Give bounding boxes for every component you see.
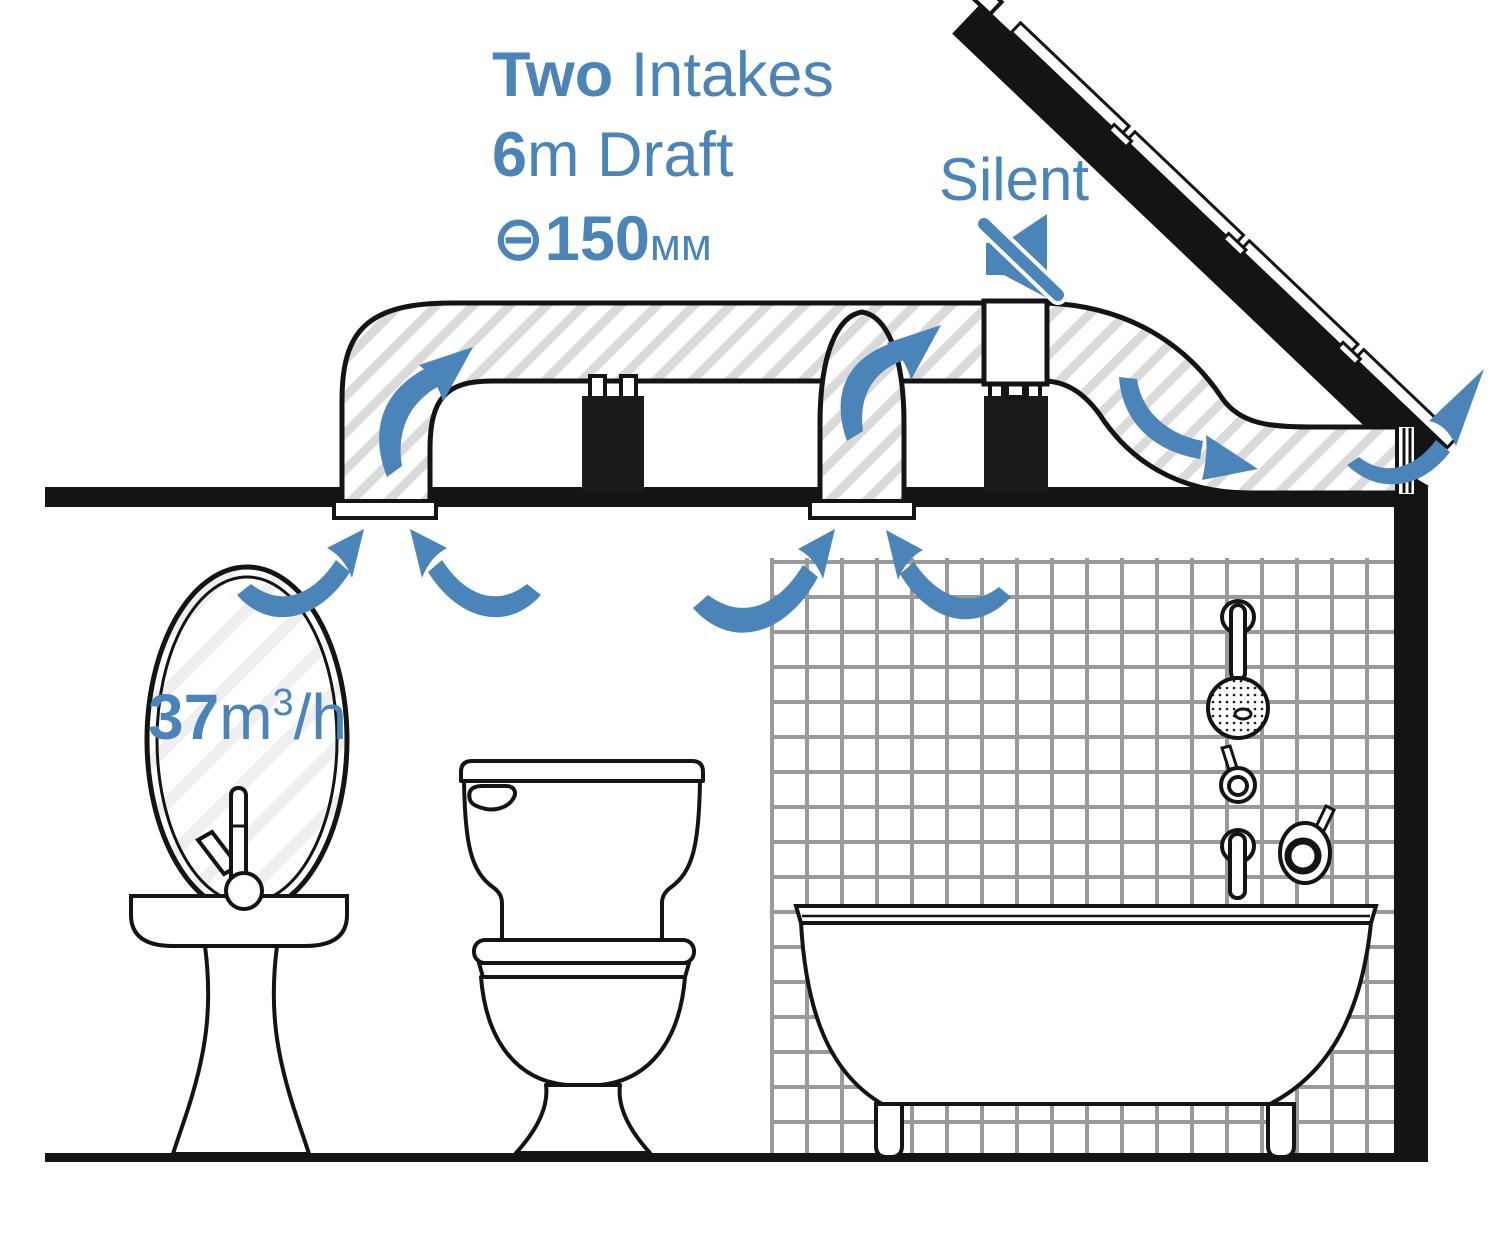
draft-unit: m	[527, 120, 580, 190]
tub-foot	[874, 1102, 904, 1159]
roof-ridge-cap	[962, 0, 1005, 18]
draft-value: 6	[492, 120, 528, 190]
tub-body	[798, 921, 1374, 1106]
intakes-rest: Intakes	[613, 40, 834, 110]
airflow-arrow-vent1-left	[237, 529, 364, 618]
toilet-seat	[472, 938, 696, 965]
toilet-seat-band	[477, 961, 691, 979]
roof	[952, 0, 1459, 478]
airflow-arrow-duct1	[379, 347, 473, 477]
muted-speaker-icon	[974, 214, 1068, 305]
toilet-base	[514, 1083, 652, 1155]
sink-pedestal	[170, 944, 312, 1156]
bathtub	[793, 904, 1379, 1159]
roof-tile-step	[1106, 122, 1134, 149]
label-flow-rate: 37m3/h	[148, 682, 347, 749]
ceiling	[45, 487, 1394, 507]
shower-head	[1206, 676, 1270, 740]
vent-flange-2	[808, 499, 916, 520]
roof-tile	[1238, 238, 1361, 356]
floor	[45, 1153, 1428, 1162]
toilet-tank-lid	[459, 759, 705, 783]
airflow-arrow-duct2	[840, 325, 941, 441]
roof-tile	[1123, 129, 1246, 247]
tub-spout	[1228, 832, 1247, 900]
pedestal-sink	[129, 871, 349, 1156]
right-wall	[1394, 487, 1428, 1162]
duct-motor-left	[582, 374, 644, 491]
toilet-flush-handle	[467, 784, 517, 812]
tub-rim	[793, 904, 1379, 925]
diameter-unit: мм	[649, 219, 712, 270]
shower-arm	[1229, 603, 1247, 682]
airflow-arrow-vent2-right	[886, 530, 1011, 620]
sink-basin	[129, 894, 349, 948]
label-diameter: ⊖150мм	[492, 208, 712, 271]
exhaust-duct	[1043, 300, 1401, 496]
airflow-arrows	[237, 325, 1484, 633]
flow-value: 37	[148, 681, 220, 753]
label-silent: Silent	[938, 146, 1090, 213]
tub-foot	[1266, 1102, 1296, 1159]
roof-tile-step	[1335, 340, 1363, 367]
label-draft: 6m Draft	[492, 124, 734, 187]
toilet	[459, 759, 705, 1155]
flow-per: /h	[293, 681, 348, 753]
label-two-intakes: Two Intakes	[492, 44, 834, 107]
faucet-base	[224, 871, 264, 911]
roof-tile	[1009, 20, 1132, 138]
airflow-arrow-vent1-right	[410, 529, 541, 618]
flow-exponent: 3	[272, 682, 294, 724]
diameter-symbol: ⊖	[492, 204, 545, 274]
vent-flange-1	[332, 499, 438, 520]
toilet-bowl	[479, 975, 687, 1087]
airflow-arrow-vent2-left	[693, 529, 835, 633]
draft-rest: Draft	[579, 120, 734, 190]
roof-tile	[1352, 347, 1459, 450]
fan-housing	[981, 298, 1050, 387]
roof-band	[952, 3, 1448, 478]
roof-tile-step	[1220, 231, 1249, 258]
flow-unit: m	[219, 681, 273, 753]
airflow-arrow-exit	[1347, 369, 1484, 485]
airflow-arrow-exhaust	[1119, 377, 1258, 480]
shower-set	[1206, 599, 1336, 900]
inline-fan-unit	[981, 298, 1050, 491]
diameter-value: 150	[544, 204, 650, 274]
intakes-count: Two	[492, 40, 614, 110]
